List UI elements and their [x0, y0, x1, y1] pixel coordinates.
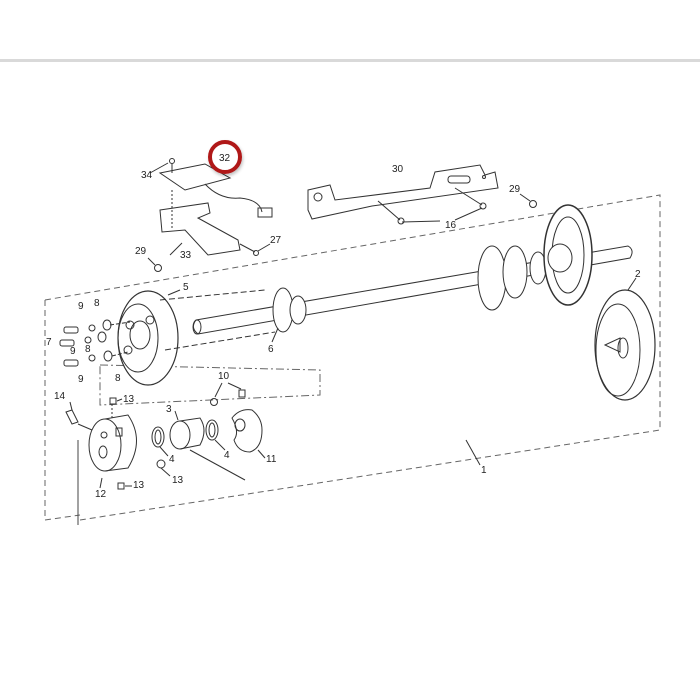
- callout-8-bot[interactable]: 8: [115, 373, 121, 384]
- callout-13-bot[interactable]: 13: [133, 480, 145, 491]
- callout-8-top[interactable]: 8: [94, 298, 100, 309]
- wheel-5: [117, 290, 179, 386]
- top-divider: [0, 59, 700, 62]
- callout-33[interactable]: 33: [180, 250, 192, 261]
- callout-29-right[interactable]: 29: [509, 184, 521, 195]
- callout-7[interactable]: 7: [46, 337, 52, 348]
- bracket-33: [159, 202, 241, 256]
- fasteners-7-9-8: [59, 319, 131, 367]
- bracket-30: [307, 164, 499, 220]
- callout-16[interactable]: 16: [445, 220, 457, 231]
- assembly-frame: [44, 194, 661, 521]
- callout-6[interactable]: 6: [268, 344, 274, 355]
- callout-30[interactable]: 30: [392, 164, 404, 175]
- eccentric-11: [231, 409, 263, 453]
- callout-9-top[interactable]: 9: [78, 301, 84, 312]
- callout-3[interactable]: 3: [166, 404, 172, 415]
- callout-10[interactable]: 10: [218, 371, 230, 382]
- callout-13-top[interactable]: 13: [123, 394, 135, 405]
- highlight-ring-part-32: [208, 140, 242, 174]
- callout-14[interactable]: 14: [54, 391, 66, 402]
- callout-34[interactable]: 34: [141, 170, 153, 181]
- callout-2[interactable]: 2: [635, 269, 641, 280]
- callout-32[interactable]: 32: [219, 153, 231, 164]
- callout-29-left[interactable]: 29: [135, 246, 147, 257]
- callout-4-left[interactable]: 4: [169, 454, 175, 465]
- collar-12: [88, 418, 122, 472]
- callout-9-bot[interactable]: 9: [78, 374, 84, 385]
- callout-1[interactable]: 1: [481, 465, 487, 476]
- pcb-32: [158, 163, 232, 191]
- callout-11[interactable]: 11: [266, 454, 277, 465]
- bushing-3: [169, 420, 191, 450]
- callout-27[interactable]: 27: [270, 235, 282, 246]
- callout-13-mid[interactable]: 13: [172, 475, 184, 486]
- callout-9-mid[interactable]: 9: [70, 346, 76, 357]
- callout-12[interactable]: 12: [95, 489, 107, 500]
- wheel-2: [594, 289, 656, 401]
- callout-8-mid[interactable]: 8: [85, 344, 91, 355]
- callout-5[interactable]: 5: [183, 282, 189, 293]
- callout-4-right[interactable]: 4: [224, 450, 230, 461]
